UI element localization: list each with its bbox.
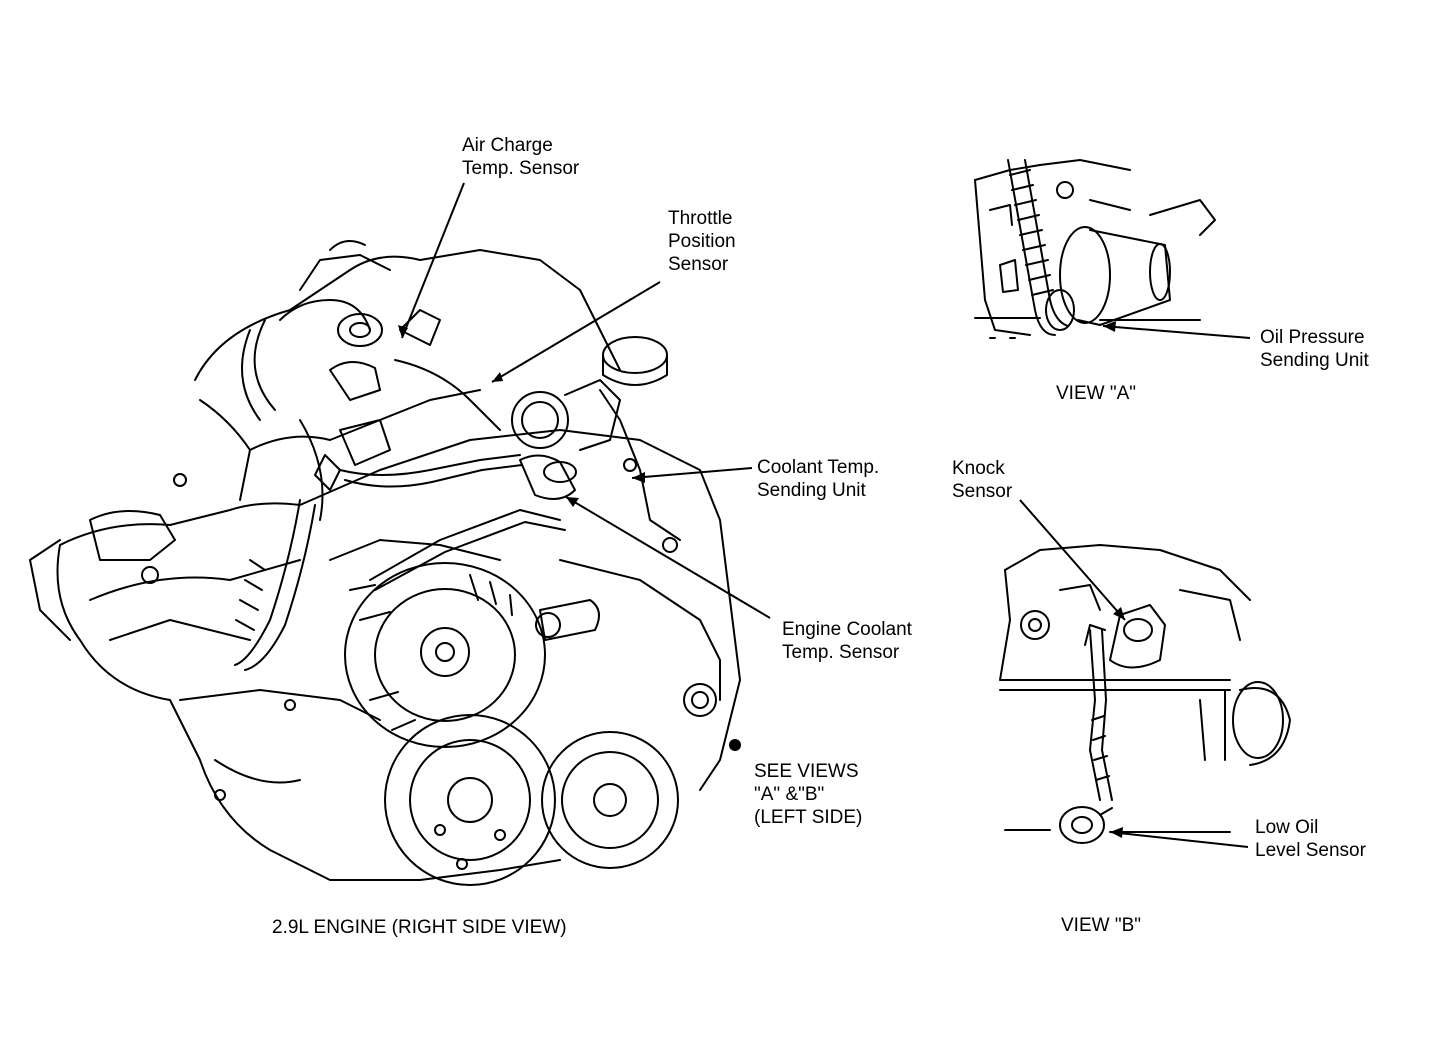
engine-right-side-drawing (29, 240, 741, 886)
label-air-charge-temp-sensor: Air Charge Temp. Sensor (462, 135, 580, 179)
caption-view-b: VIEW "B" (1061, 915, 1141, 936)
label-coolant-temp-sending-unit: Coolant Temp. Sending Unit (757, 457, 880, 501)
label-knock-sensor: Knock Sensor (952, 458, 1013, 502)
caption-main-engine-view: 2.9L ENGINE (RIGHT SIDE VIEW) (272, 917, 567, 938)
view-b-drawing (999, 544, 1291, 844)
view-a-drawing (974, 159, 1216, 339)
label-see-views: SEE VIEWS "A" &"B" (LEFT SIDE) (754, 761, 863, 828)
label-low-oil-level-sensor: Low Oil Level Sensor (1255, 817, 1366, 861)
label-throttle-position-sensor: Throttle Position Sensor (668, 208, 736, 275)
caption-view-a: VIEW "A" (1056, 383, 1136, 404)
label-engine-coolant-temp-sensor: Engine Coolant Temp. Sensor (782, 619, 912, 663)
leader-arrowheads (398, 321, 1125, 838)
leader-lines (401, 182, 1251, 848)
label-oil-pressure-sending-unit: Oil Pressure Sending Unit (1260, 327, 1369, 371)
